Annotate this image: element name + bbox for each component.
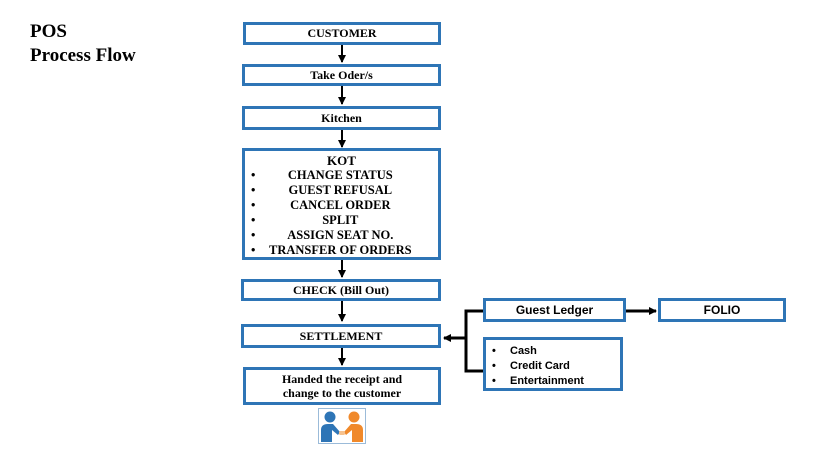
kot-items-list: CHANGE STATUS GUEST REFUSAL CANCEL ORDER… bbox=[245, 168, 412, 258]
take-order-box: Take Oder/s bbox=[242, 64, 441, 86]
payment-method: Credit Card bbox=[486, 359, 584, 374]
bracket-connector bbox=[464, 309, 483, 373]
payment-method: Cash bbox=[486, 344, 584, 359]
kot-item: SPLIT bbox=[245, 213, 412, 228]
settlement-box: SETTLEMENT bbox=[241, 324, 441, 348]
kot-item: CHANGE STATUS bbox=[245, 168, 412, 183]
guest-ledger-box: Guest Ledger bbox=[483, 298, 626, 322]
kot-item: GUEST REFUSAL bbox=[245, 183, 412, 198]
title-line-1: POS bbox=[30, 21, 67, 42]
kot-item: CANCEL ORDER bbox=[245, 198, 412, 213]
check-box: CHECK (Bill Out) bbox=[241, 279, 441, 301]
folio-box: FOLIO bbox=[658, 298, 786, 322]
kot-box: KOT CHANGE STATUS GUEST REFUSAL CANCEL O… bbox=[242, 148, 441, 260]
diagram-title: POS Process Flow bbox=[30, 20, 136, 68]
kot-item: TRANSFER OF ORDERS bbox=[245, 243, 412, 258]
payment-method: Entertainment bbox=[486, 374, 584, 389]
handed-receipt-box: Handed the receipt and change to the cus… bbox=[243, 367, 441, 405]
title-line-2: Process Flow bbox=[30, 45, 136, 66]
handed-line-1: Handed the receipt and bbox=[281, 372, 403, 386]
payment-methods-list: Cash Credit Card Entertainment bbox=[486, 344, 584, 389]
handed-line-2: change to the customer bbox=[282, 386, 402, 400]
handshake-icon bbox=[318, 408, 366, 444]
customer-box: CUSTOMER bbox=[243, 22, 441, 45]
kitchen-box: Kitchen bbox=[242, 106, 441, 130]
kot-item: ASSIGN SEAT NO. bbox=[245, 228, 412, 243]
payment-methods-box: Cash Credit Card Entertainment bbox=[483, 337, 623, 391]
kot-title: KOT bbox=[327, 153, 356, 168]
